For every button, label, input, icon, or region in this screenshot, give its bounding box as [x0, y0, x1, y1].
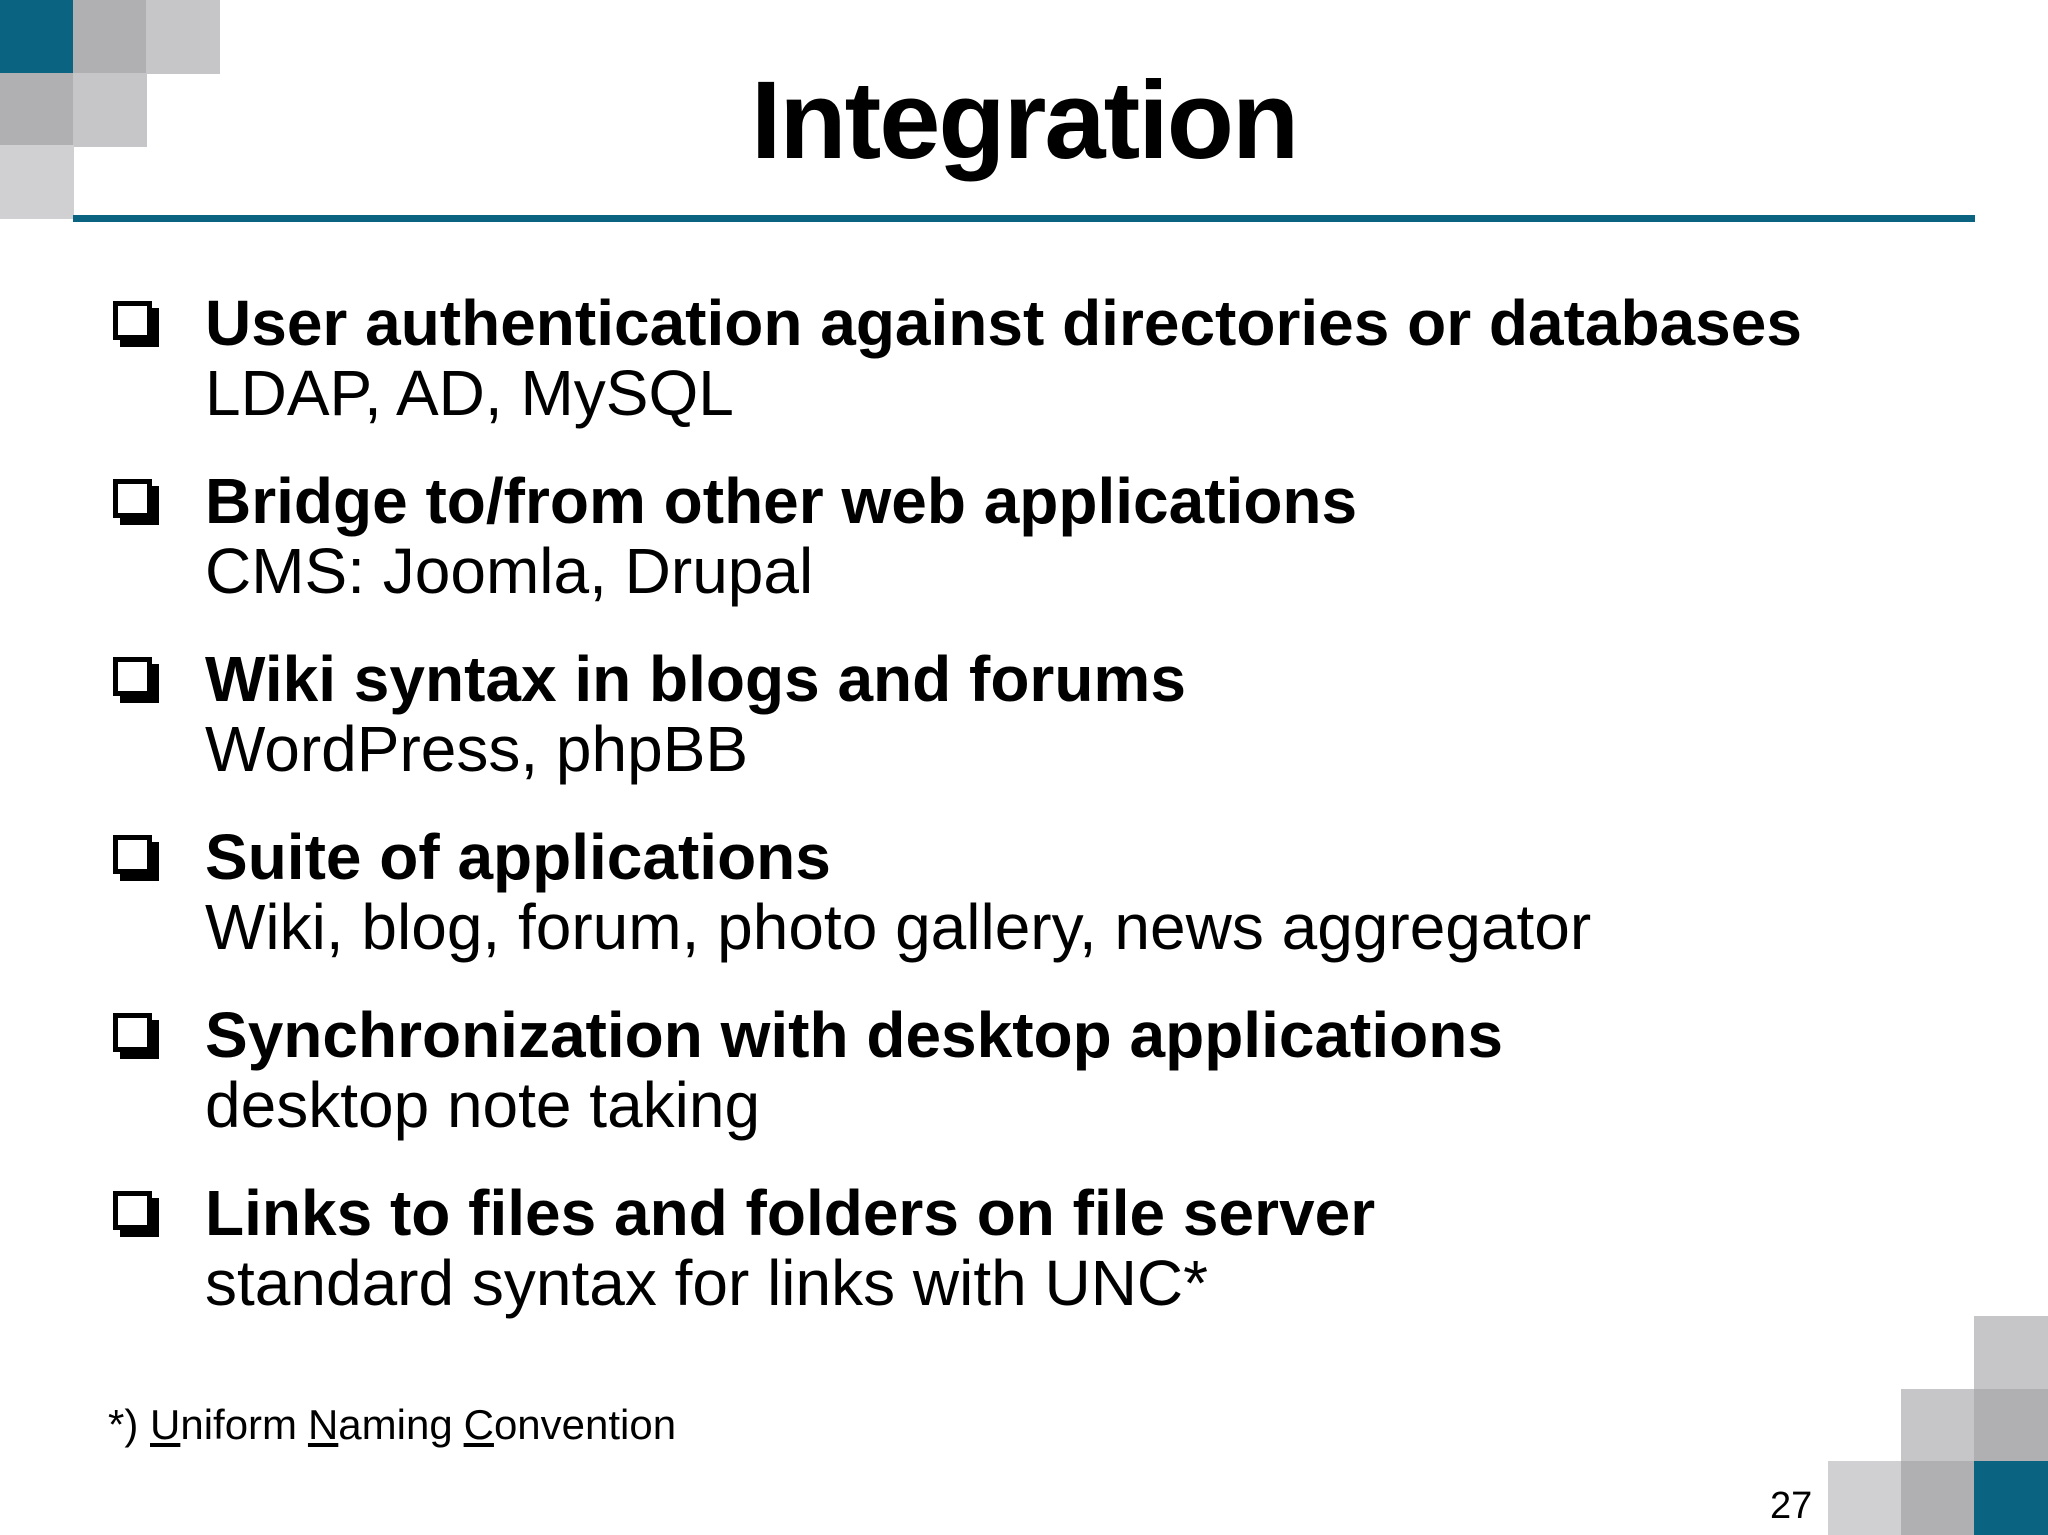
bullet-item: Links to files and folders on file serve… — [0, 1178, 2048, 1318]
checkbox-bullet-icon — [113, 479, 152, 518]
bullet-heading: Links to files and folders on file serve… — [205, 1177, 1376, 1249]
decorative-square-gray — [0, 145, 74, 219]
bullet-item: Bridge to/from other web applications CM… — [0, 466, 2048, 606]
bullet-detail: Wiki, blog, forum, photo gallery, news a… — [205, 891, 1592, 963]
footnote-term: Naming — [308, 1401, 453, 1448]
decorative-square-gray — [1974, 1389, 2048, 1463]
title-underline-rule — [73, 215, 1975, 222]
bullet-heading: User authentication against directories … — [205, 287, 1802, 359]
bullet-heading: Wiki syntax in blogs and forums — [205, 643, 1186, 715]
bullet-detail: desktop note taking — [205, 1069, 761, 1141]
footnote-term-rest: niform — [180, 1401, 298, 1448]
page-number: 27 — [1770, 1485, 1813, 1527]
footnote-marker: *) — [108, 1401, 150, 1448]
bullet-item: Suite of applications Wiki, blog, forum,… — [0, 822, 2048, 962]
bullet-detail: CMS: Joomla, Drupal — [205, 535, 814, 607]
footnote-term: Convention — [464, 1401, 677, 1448]
bullet-list: User authentication against directories … — [0, 288, 2048, 1356]
footnote-term: Uniform — [150, 1401, 297, 1448]
bullet-item: Synchronization with desktop application… — [0, 1000, 2048, 1140]
decorative-square-gray — [73, 0, 147, 74]
slide-title: Integration — [750, 59, 1299, 182]
footnote-term-initial: U — [150, 1401, 181, 1448]
decorative-square-gray — [1901, 1461, 1975, 1535]
bullet-detail: WordPress, phpBB — [205, 713, 749, 785]
decorative-square-gray — [0, 73, 74, 147]
decorative-square-gray — [73, 73, 147, 147]
checkbox-bullet-icon — [113, 301, 152, 340]
decorative-square-gray — [1901, 1389, 1975, 1463]
decorative-square-gray — [1828, 1461, 1902, 1535]
checkbox-bullet-icon — [113, 657, 152, 696]
checkbox-bullet-icon — [113, 1191, 152, 1230]
bullet-detail: LDAP, AD, MySQL — [205, 357, 734, 429]
bullet-item: User authentication against directories … — [0, 288, 2048, 428]
decorative-square-gray — [1974, 1316, 2048, 1390]
decorative-square-teal — [1974, 1461, 2048, 1535]
footnote-term-rest: aming — [338, 1401, 453, 1448]
bullet-heading: Suite of applications — [205, 821, 831, 893]
decorative-square-teal — [0, 0, 74, 74]
checkbox-bullet-icon — [113, 1013, 152, 1052]
bullet-detail: standard syntax for links with UNC* — [205, 1247, 1209, 1319]
bullet-item: Wiki syntax in blogs and forums WordPres… — [0, 644, 2048, 784]
decorative-square-gray — [146, 0, 220, 74]
checkbox-bullet-icon — [113, 835, 152, 874]
bullet-heading: Bridge to/from other web applications — [205, 465, 1358, 537]
footnote-term-initial: N — [307, 1401, 339, 1448]
footnote-term-initial: C — [463, 1401, 494, 1448]
footnote-term-rest: onvention — [493, 1401, 677, 1448]
bullet-heading: Synchronization with desktop application… — [205, 999, 1503, 1071]
